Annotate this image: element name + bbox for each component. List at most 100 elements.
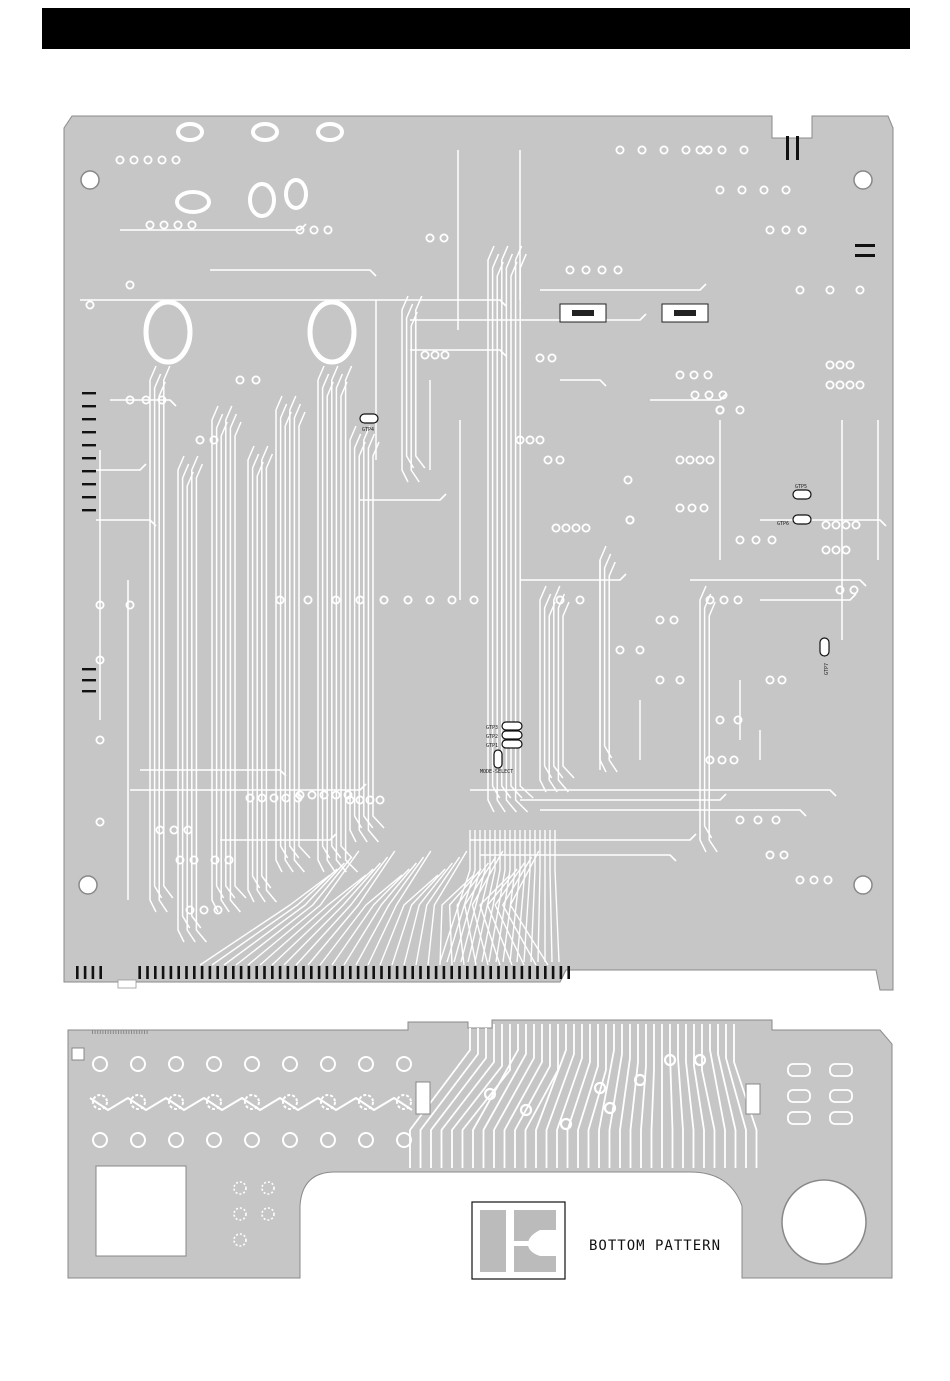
edge-pin <box>536 966 539 979</box>
edge-pin <box>435 966 438 979</box>
strip-mark <box>123 1030 124 1034</box>
edge-pin <box>349 966 352 979</box>
edge-pin <box>84 966 87 979</box>
edge-pin <box>92 966 95 979</box>
gtp7-label: GTP7 <box>824 663 830 675</box>
edge-pin <box>193 966 196 979</box>
strip-mark <box>147 1030 148 1034</box>
edge-pin <box>466 966 469 979</box>
edge-pin <box>365 966 368 979</box>
edge-pin <box>287 966 290 979</box>
edge-pin <box>170 966 173 979</box>
mounting-hole <box>79 876 97 894</box>
connector-tab <box>796 136 799 160</box>
strip-mark <box>92 1030 93 1034</box>
edge-pin <box>310 966 313 979</box>
edge-pin <box>521 966 524 979</box>
edge-pin <box>294 966 297 979</box>
strip-mark <box>95 1030 96 1034</box>
side-pin <box>82 392 96 394</box>
strip-mark <box>100 1030 101 1034</box>
strip-mark <box>128 1030 129 1034</box>
edge-pin <box>396 966 399 979</box>
edge-pin <box>302 966 305 979</box>
edge-pin <box>146 966 149 979</box>
transistor-pad <box>674 310 696 316</box>
speaker-hole <box>782 1180 866 1264</box>
side-pin <box>82 509 96 511</box>
transistor-pad <box>572 310 594 316</box>
edge-pin <box>138 966 141 979</box>
edge-pin <box>380 966 383 979</box>
gtp1-label: GTP1 <box>486 743 498 749</box>
edge-pin <box>552 966 555 979</box>
strip-mark <box>139 1030 140 1034</box>
edge-pin <box>99 966 102 979</box>
edge-pin <box>185 966 188 979</box>
edge-pin <box>255 966 258 979</box>
connector-slot <box>416 1082 430 1114</box>
edge-pin <box>177 966 180 979</box>
edge-pin <box>357 966 360 979</box>
edge-pin <box>458 966 461 979</box>
edge-pin <box>419 966 422 979</box>
connector-slot <box>746 1084 760 1114</box>
side-pin <box>82 405 96 407</box>
edge-pin <box>489 966 492 979</box>
strip-mark <box>136 1030 137 1034</box>
strip-mark <box>134 1030 135 1034</box>
side-pin <box>82 470 96 472</box>
connector-tab <box>855 254 875 257</box>
edge-pin <box>404 966 407 979</box>
edge-pin <box>443 966 446 979</box>
edge-pin <box>427 966 430 979</box>
strip-mark <box>141 1030 142 1034</box>
mounting-hole <box>854 876 872 894</box>
gtp2-label: GTP2 <box>486 734 498 740</box>
edge-pin <box>154 966 157 979</box>
edge-pin <box>318 966 321 979</box>
side-pin <box>82 690 96 692</box>
legend-pattern-left <box>480 1210 506 1272</box>
strip-mark <box>97 1030 98 1034</box>
strip-mark <box>121 1030 122 1034</box>
strip-mark <box>110 1030 111 1034</box>
strip-mark <box>105 1030 106 1034</box>
edge-pin <box>544 966 547 979</box>
mode-select-label: MODE-SELECT <box>480 769 513 775</box>
edge-pin <box>497 966 500 979</box>
bottom-pattern-caption: BOTTOM PATTERN <box>589 1238 721 1254</box>
edge-pin <box>567 966 570 979</box>
edge-pin <box>388 966 391 979</box>
edge-pin <box>482 966 485 979</box>
strip-mark <box>126 1030 127 1034</box>
gtp5-label: GTP5 <box>795 484 807 490</box>
edge-pin <box>560 966 563 979</box>
edge-pin <box>474 966 477 979</box>
gtp6-label: GTP6 <box>777 521 789 527</box>
edge-pin <box>341 966 344 979</box>
gtp4-label: GTP4 <box>362 427 374 433</box>
edge-pin <box>450 966 453 979</box>
strip-mark <box>102 1030 103 1034</box>
edge-pin <box>326 966 329 979</box>
corner-pad <box>72 1048 84 1060</box>
strip-mark <box>118 1030 119 1034</box>
bottom-pattern-legend <box>472 1202 565 1279</box>
edge-pin <box>411 966 414 979</box>
side-pin <box>82 483 96 485</box>
edge-pin <box>372 966 375 979</box>
side-pin <box>82 457 96 459</box>
edge-pin <box>240 966 243 979</box>
edge-pin <box>162 966 165 979</box>
edge-pin <box>505 966 508 979</box>
edge-pin <box>279 966 282 979</box>
side-pin <box>82 431 96 433</box>
edge-pin <box>271 966 274 979</box>
edge-pin <box>76 966 79 979</box>
strip-mark <box>144 1030 145 1034</box>
side-pin <box>82 496 96 498</box>
strip-mark <box>115 1030 116 1034</box>
side-pin <box>82 444 96 446</box>
